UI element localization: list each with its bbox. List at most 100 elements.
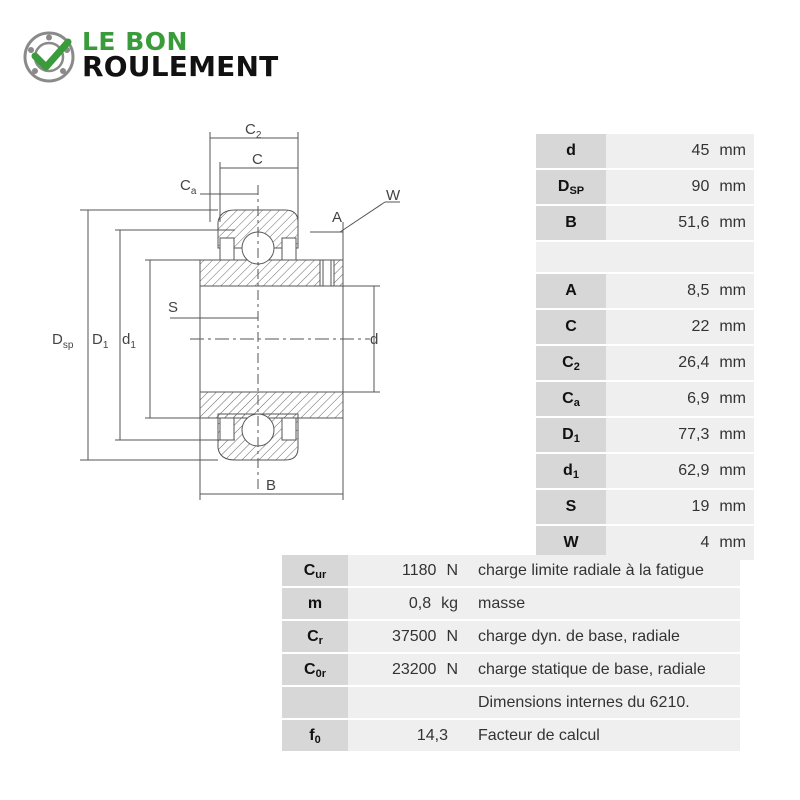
value-unit: mm bbox=[719, 462, 746, 479]
load-description: charge limite radiale à la fatigue bbox=[468, 555, 740, 588]
dimension-row: A 8,5 mm bbox=[536, 274, 754, 310]
dimension-value: 45 mm bbox=[606, 134, 754, 170]
dimension-value: 62,9 mm bbox=[606, 454, 754, 490]
value-number: 77,3 bbox=[678, 426, 710, 443]
key-symbol: D bbox=[557, 178, 570, 195]
logo-line-1: LE BON bbox=[82, 27, 188, 56]
label-ca: Ca bbox=[180, 177, 197, 197]
value-unit: N bbox=[446, 660, 458, 678]
label-b: B bbox=[266, 477, 276, 494]
value-unit: mm bbox=[719, 178, 746, 195]
value-number: 22 bbox=[691, 318, 710, 335]
value-number: 90 bbox=[691, 178, 710, 195]
label-dsp: Dsp bbox=[52, 331, 74, 351]
dimension-value: 22 mm bbox=[606, 310, 754, 346]
value-unit: N bbox=[446, 627, 458, 645]
dimension-row: d 45 mm bbox=[536, 134, 754, 170]
value-number: 62,9 bbox=[678, 462, 710, 479]
value-number: 8,5 bbox=[687, 282, 710, 299]
value-number: 23200 bbox=[391, 660, 437, 678]
key-symbol: W bbox=[563, 534, 579, 551]
dimensions.rows_top-key: B bbox=[536, 206, 606, 242]
value-unit: mm bbox=[719, 498, 746, 515]
value-unit: mm bbox=[719, 318, 746, 335]
dimensions.rows_bottom-key: A bbox=[536, 274, 606, 310]
dimension-row: d1 62,9 mm bbox=[536, 454, 754, 490]
key-symbol: D bbox=[562, 426, 574, 443]
value-unit: mm bbox=[719, 282, 746, 299]
key-symbol: C bbox=[303, 561, 316, 579]
value-unit: mm bbox=[719, 426, 746, 443]
value-unit: N bbox=[446, 561, 458, 579]
dimension-value: 19 mm bbox=[606, 490, 754, 526]
key-symbol: f bbox=[309, 726, 315, 744]
spacer-row bbox=[536, 242, 754, 274]
load-description: charge dyn. de base, radiale bbox=[468, 621, 740, 654]
label-a: A bbox=[332, 209, 342, 226]
dimension-value: 90 mm bbox=[606, 170, 754, 206]
dimension-row: D1 77,3 mm bbox=[536, 418, 754, 454]
loads.rows-key: f0 bbox=[282, 720, 348, 753]
value-unit: mm bbox=[719, 142, 746, 159]
brand-logo: LE BON ROULEMENT bbox=[22, 26, 302, 88]
bearing-cross-section-diagram: C2 C Ca W A S d Dsp D1 d1 B bbox=[40, 110, 480, 520]
value-number: 4 bbox=[700, 534, 710, 551]
value-number: 19 bbox=[691, 498, 710, 515]
dimension-value: 6,9 mm bbox=[606, 382, 754, 418]
logo-line-2: ROULEMENT bbox=[82, 50, 279, 83]
dimensions.rows_bottom-key: D1 bbox=[536, 418, 606, 454]
dimension-row: S 19 mm bbox=[536, 490, 754, 526]
dimension-value: 77,3 mm bbox=[606, 418, 754, 454]
dimension-row: C 22 mm bbox=[536, 310, 754, 346]
load-description: Dimensions internes du 6210. bbox=[468, 687, 740, 720]
dimensions.rows_top-key: d bbox=[536, 134, 606, 170]
key-subscript: r bbox=[318, 634, 323, 647]
key-symbol: C bbox=[307, 627, 319, 645]
key-symbol: d bbox=[563, 462, 573, 479]
key-symbol: C bbox=[304, 660, 316, 678]
dimensions.rows_bottom-key: C2 bbox=[536, 346, 606, 382]
load-description: charge statique de base, radiale bbox=[468, 654, 740, 687]
value-number: 6,9 bbox=[687, 390, 710, 407]
value-number: 45 bbox=[691, 142, 710, 159]
load-value: 23200 N bbox=[348, 654, 468, 687]
value-number: 37500 bbox=[391, 627, 437, 645]
load-value: 37500 N bbox=[348, 621, 468, 654]
value-unit: kg bbox=[441, 594, 458, 612]
value-unit: mm bbox=[719, 534, 746, 551]
label-d1: d1 bbox=[122, 331, 136, 351]
key-symbol: S bbox=[565, 498, 577, 515]
label-c: C bbox=[252, 151, 263, 168]
loads.rows-key: C0r bbox=[282, 654, 348, 687]
load-value: 14,3 bbox=[348, 720, 468, 753]
key-subscript: 0 bbox=[314, 733, 321, 746]
label-s: S bbox=[168, 299, 178, 316]
key-symbol: m bbox=[307, 594, 323, 612]
label-w: W bbox=[386, 187, 401, 204]
value-unit: mm bbox=[719, 390, 746, 407]
dimensions.rows_bottom-key: C bbox=[536, 310, 606, 346]
loads.rows-key: m bbox=[282, 588, 348, 621]
load-description: Facteur de calcul bbox=[468, 720, 740, 753]
key-symbol: C bbox=[562, 354, 574, 371]
value-number: 1180 bbox=[402, 561, 437, 579]
load-row: Dimensions internes du 6210. bbox=[282, 687, 740, 720]
dimension-value: 8,5 mm bbox=[606, 274, 754, 310]
label-D1: D1 bbox=[92, 331, 109, 351]
label-c2: C2 bbox=[245, 121, 262, 141]
loads.rows-key: Cur bbox=[282, 555, 348, 588]
loads.rows-key bbox=[282, 687, 348, 720]
value-unit: mm bbox=[719, 354, 746, 371]
dimensions.rows_bottom-key: d1 bbox=[536, 454, 606, 490]
